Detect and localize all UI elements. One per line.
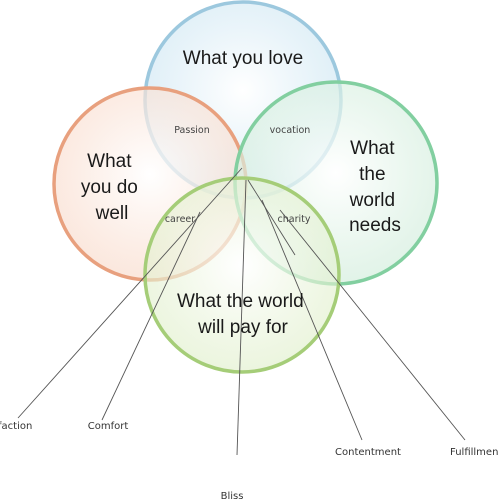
- outcome-label-comfort: Comfort: [88, 421, 129, 432]
- title-what-you-love: What you love: [183, 48, 303, 69]
- outcome-label-fulfillment: Fulfillmen: [450, 447, 498, 458]
- title-what-the-world-will-pay-for: What the world will pay for: [177, 291, 309, 338]
- leader-line-comfort: [101, 211, 201, 421]
- leader-line-contentment: [261, 199, 363, 441]
- outcome-label-contentment: Contentment: [335, 447, 401, 458]
- leader-line-inner: [247, 179, 296, 256]
- title-what-you-do-well: What you do well: [81, 151, 143, 224]
- outcome-label-bliss: Bliss: [221, 491, 244, 502]
- overlap-label-career: career: [165, 214, 195, 225]
- overlap-label-charity: charity: [278, 214, 311, 225]
- overlap-label-passion: Passion: [174, 125, 210, 136]
- leader-line-satisfaction: [17, 167, 243, 419]
- leader-line-fulfillment: [279, 209, 466, 441]
- circle-what-the-world-will-pay-for: [143, 176, 341, 374]
- title-what-the-world-needs: What the world needs: [349, 138, 401, 236]
- leader-line-bliss: [236, 179, 247, 456]
- overlap-label-vocation: vocation: [270, 125, 311, 136]
- outcome-label-satisfaction: faction: [0, 421, 32, 432]
